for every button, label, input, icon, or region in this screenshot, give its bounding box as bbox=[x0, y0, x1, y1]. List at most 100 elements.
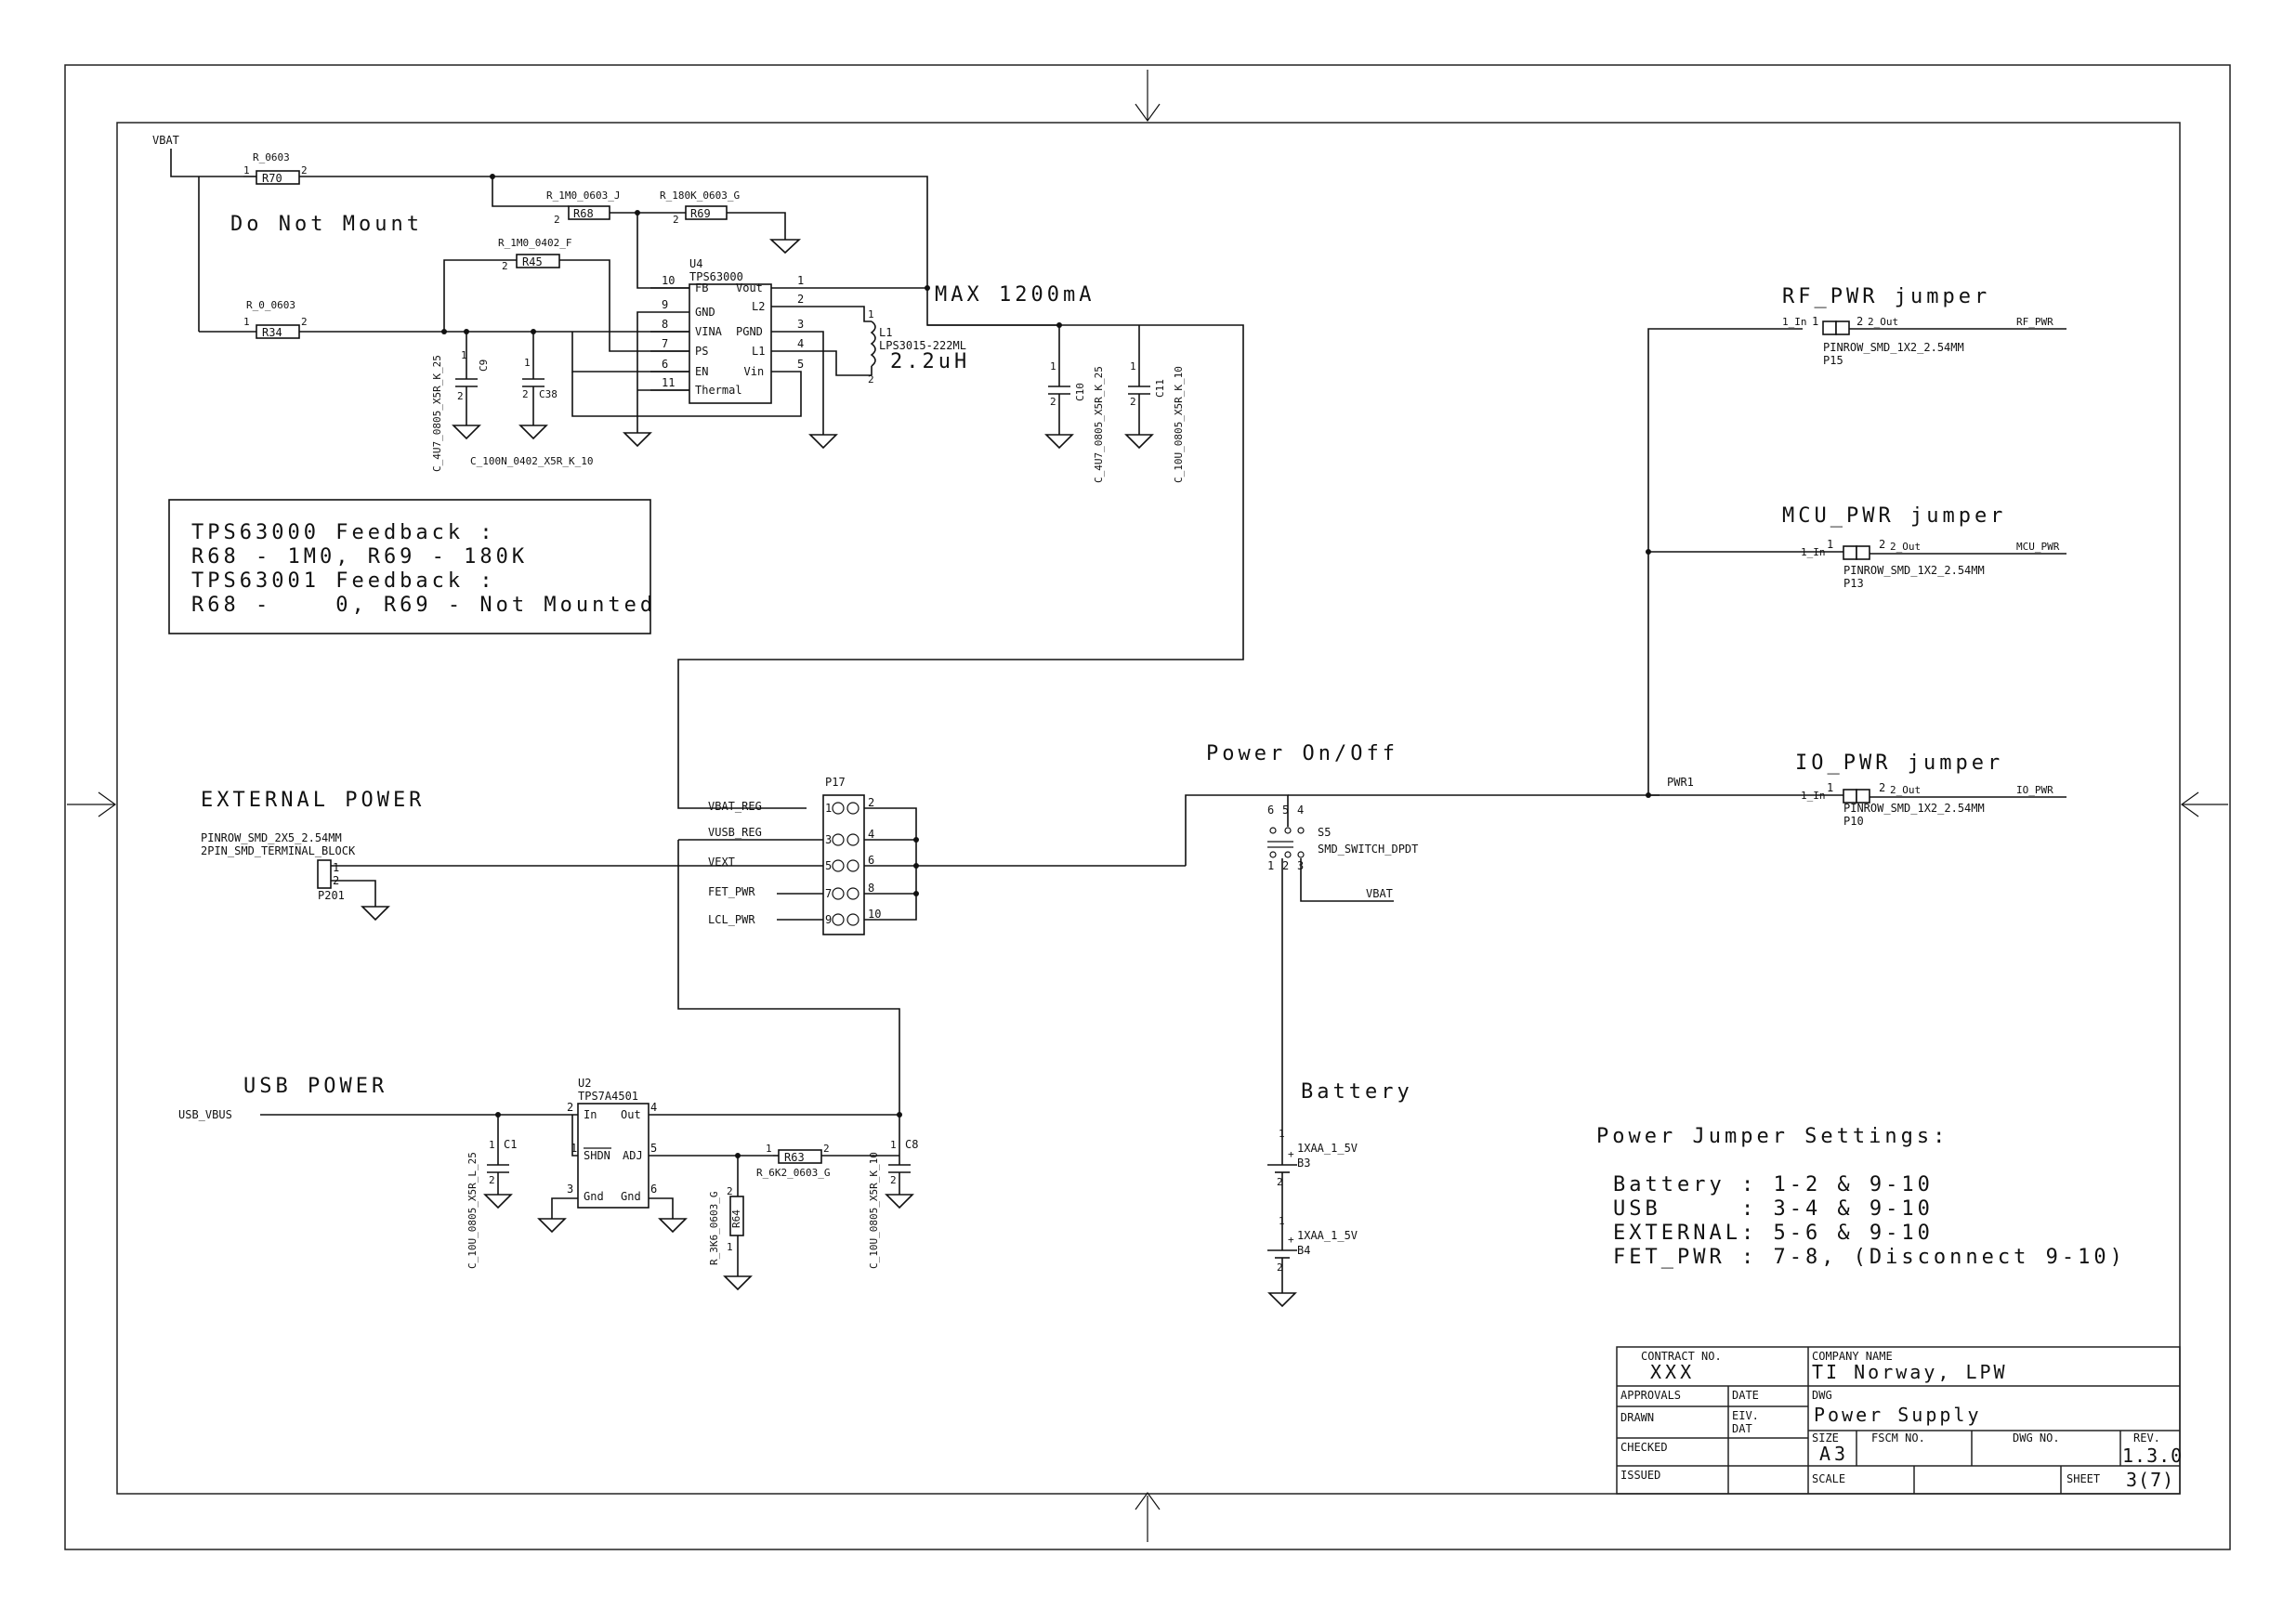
s5-pin6: 6 bbox=[1267, 804, 1274, 817]
s5-pin2: 2 bbox=[1282, 859, 1289, 872]
p15-value: PINROW_SMD_1X2_2.54MM bbox=[1823, 341, 1964, 354]
u2-pin-gnd1: Gnd bbox=[584, 1190, 604, 1203]
l1-pin2: 2 bbox=[868, 373, 874, 386]
r70-pin2: 2 bbox=[301, 164, 308, 176]
p15-pin2: 2 bbox=[1856, 315, 1863, 328]
c10-pin2: 2 bbox=[1050, 396, 1056, 408]
feedback-note-box bbox=[168, 499, 651, 634]
r70-value: R_0603 bbox=[253, 151, 290, 163]
p15-pin2-pad bbox=[1835, 320, 1850, 335]
wire-u4-gnd bbox=[636, 311, 650, 433]
wire-r45-left bbox=[443, 259, 517, 332]
gnd-c8 bbox=[885, 1194, 914, 1209]
junction bbox=[441, 329, 447, 334]
jumper-setting-1: Battery : 1-2 & 9-10 bbox=[1613, 1173, 1934, 1196]
u2-pin-gnd2: Gnd bbox=[621, 1190, 641, 1203]
u2-pin-in: In bbox=[584, 1108, 597, 1121]
u2-num-gnd2: 6 bbox=[650, 1183, 657, 1196]
p201-ref: P201 bbox=[318, 889, 345, 902]
c10-value: C_4U7_0805_X5R_K_25 bbox=[1093, 366, 1105, 483]
l1-ref: L1 bbox=[879, 326, 892, 339]
tb-rev-label: REV. bbox=[2133, 1431, 2160, 1445]
r64-pin2: 2 bbox=[727, 1185, 733, 1197]
outer-frame bbox=[64, 64, 2231, 1550]
wire-l2 bbox=[771, 306, 872, 322]
gnd-c1 bbox=[483, 1194, 513, 1209]
gnd-u2-1 bbox=[537, 1218, 567, 1234]
tb-rev: 1.3.0 bbox=[2122, 1445, 2183, 1467]
c1-value: C_10U_0805_X5R_L_25 bbox=[466, 1152, 479, 1269]
gnd-u4 bbox=[623, 432, 652, 448]
s5-pin5: 5 bbox=[1282, 804, 1289, 817]
u2-ref: U2 bbox=[578, 1077, 591, 1090]
p17-pin-number: 5 bbox=[825, 859, 832, 872]
p13-net: MCU_PWR bbox=[2016, 541, 2060, 553]
p17-ref: P17 bbox=[825, 776, 846, 789]
tb-dwg-label: DWG bbox=[1812, 1389, 1832, 1402]
c11-pin1: 1 bbox=[1130, 360, 1136, 373]
junction bbox=[913, 837, 919, 843]
p17-pin bbox=[832, 913, 845, 926]
wire-l1 bbox=[771, 350, 872, 376]
gnd-c11 bbox=[1124, 434, 1154, 450]
gnd-c10 bbox=[1044, 434, 1074, 450]
tb-sheet: 3(7) bbox=[2126, 1469, 2174, 1491]
b3-value: 1XAA_1_5V bbox=[1297, 1142, 1358, 1155]
zone-arrow-right bbox=[2180, 791, 2228, 817]
junction bbox=[913, 891, 919, 896]
tb-date: DATE bbox=[1732, 1389, 1759, 1402]
c38-ref: C38 bbox=[539, 388, 558, 400]
r64-ref: R64 bbox=[730, 1209, 742, 1228]
note-mcu-pwr-jumper: MCU_PWR jumper bbox=[1782, 504, 2006, 528]
tb-sheet-label: SHEET bbox=[2066, 1472, 2100, 1485]
u4-pin-number: 2 bbox=[797, 293, 804, 306]
tb-fscm: FSCM NO. bbox=[1871, 1431, 1925, 1445]
u4-pin-name: Vin bbox=[744, 365, 765, 378]
b4-plus: + bbox=[1288, 1234, 1294, 1246]
u4-pin-name: L2 bbox=[752, 300, 765, 313]
u4-body bbox=[689, 283, 772, 404]
c10-ref: C10 bbox=[1074, 383, 1086, 401]
r63-body bbox=[778, 1149, 822, 1164]
net-label-vbat: VBAT bbox=[152, 134, 179, 147]
c1-pin1: 1 bbox=[489, 1139, 495, 1151]
p10-pin1-pad bbox=[1843, 789, 1857, 804]
u2-num-adj: 5 bbox=[650, 1142, 657, 1155]
tb-contract-label: CONTRACT NO. bbox=[1641, 1350, 1722, 1363]
s5-ref: S5 bbox=[1318, 826, 1331, 839]
p201-pin1: 1 bbox=[333, 861, 339, 874]
c8-value: C_10U_0805_X5R_K_10 bbox=[868, 1152, 880, 1269]
c8-pin2: 2 bbox=[890, 1174, 897, 1186]
gnd-pgnd bbox=[808, 434, 838, 450]
u4-pin-number: 5 bbox=[797, 358, 804, 371]
junction bbox=[1056, 322, 1062, 328]
b4-pin1: 1 bbox=[1279, 1215, 1285, 1227]
tb-scale: SCALE bbox=[1812, 1472, 1845, 1485]
u4-pin-number: 11 bbox=[662, 376, 675, 389]
r34-pin2: 2 bbox=[301, 316, 308, 328]
junction bbox=[897, 1112, 902, 1118]
c8-pin1: 1 bbox=[890, 1139, 897, 1151]
tb-checked: CHECKED bbox=[1620, 1441, 1668, 1454]
r70-pin1: 1 bbox=[243, 164, 250, 176]
r70-ref: R70 bbox=[262, 172, 282, 185]
s5-pin1: 1 bbox=[1267, 859, 1274, 872]
junction bbox=[1646, 792, 1651, 798]
jumper-setting-3: EXTERNAL: 5-6 & 9-10 bbox=[1613, 1222, 1934, 1245]
p17-pin bbox=[846, 913, 859, 926]
p15-net-out: 2_Out bbox=[1868, 316, 1898, 328]
net-vbat-reg: VBAT_REG bbox=[708, 800, 762, 813]
c9-pin1: 1 bbox=[461, 349, 467, 361]
feedback-line-3: TPS63001 Feedback : bbox=[191, 569, 496, 593]
p13-pin1-pad bbox=[1843, 545, 1857, 560]
p17-pin bbox=[846, 859, 859, 872]
p15-ref: P15 bbox=[1823, 354, 1843, 367]
s5-value: SMD_SWITCH_DPDT bbox=[1318, 843, 1418, 856]
junction bbox=[495, 1112, 501, 1118]
p13-pin1: 1 bbox=[1827, 538, 1833, 551]
tb-company: TI Norway, LPW bbox=[1812, 1361, 2008, 1383]
p15-net-in: 1_In bbox=[1782, 316, 1807, 328]
gnd-r69 bbox=[768, 239, 802, 255]
